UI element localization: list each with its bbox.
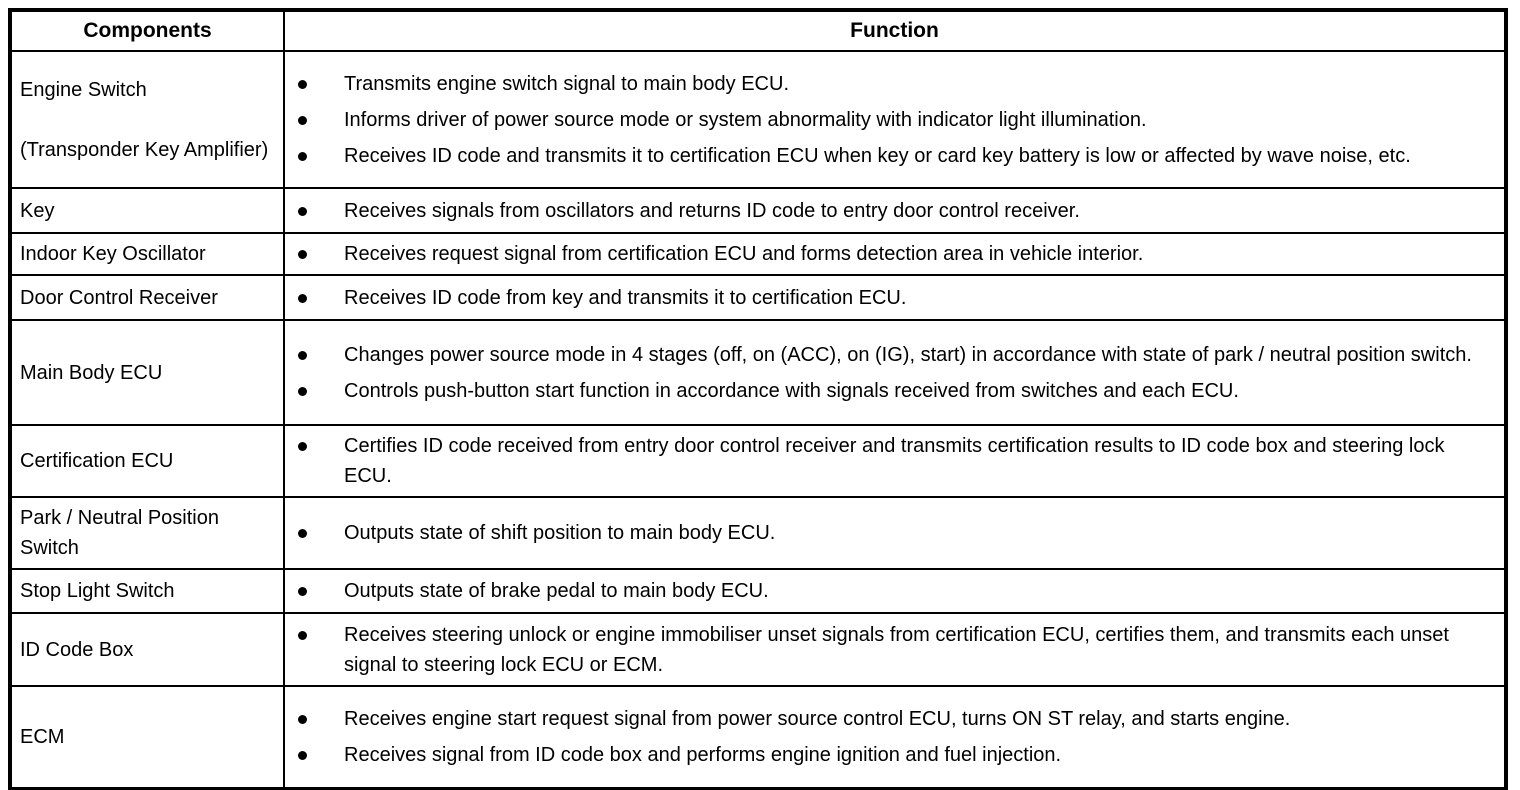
components-function-table: Components Function Engine Switch (Trans… <box>8 8 1508 790</box>
table-row: Park / Neutral Position Switch Outputs s… <box>12 496 1504 568</box>
header-function: Function <box>850 19 939 42</box>
table-row: Stop Light Switch Outputs state of brake… <box>12 568 1504 612</box>
function-cell: Outputs state of brake pedal to main bod… <box>285 570 1504 612</box>
function-cell: Outputs state of shift position to main … <box>285 498 1504 568</box>
bullet-icon <box>298 293 307 303</box>
function-text: Transmits engine switch signal to main b… <box>344 72 789 95</box>
table-row: Key Receives signals from oscillators an… <box>12 187 1504 232</box>
component-cell: ECM <box>12 687 285 787</box>
component-cell: Engine Switch (Transponder Key Amplifier… <box>12 52 285 187</box>
bullet-icon <box>298 115 307 125</box>
function-item: Receives ID code and transmits it to cer… <box>291 141 1490 171</box>
function-item: Receives signals from oscillators and re… <box>291 196 1490 226</box>
function-text: Receives steering unlock or engine immob… <box>344 623 1449 676</box>
table-body: Engine Switch (Transponder Key Amplifier… <box>12 50 1504 787</box>
function-item: Receives ID code from key and transmits … <box>291 283 1490 313</box>
component-cell: Park / Neutral Position Switch <box>12 498 285 568</box>
component-cell: Certification ECU <box>12 426 285 496</box>
function-text: Receives ID code from key and transmits … <box>344 286 907 309</box>
component-cell: Key <box>12 189 285 232</box>
component-cell: Indoor Key Oscillator <box>12 234 285 274</box>
bullet-icon <box>298 206 307 216</box>
bullet-icon <box>298 79 307 89</box>
function-text: Certifies ID code received from entry do… <box>344 435 1445 487</box>
function-text: Receives signals from oscillators and re… <box>344 199 1080 222</box>
bullet-icon <box>298 442 307 451</box>
function-cell: Transmits engine switch signal to main b… <box>285 52 1504 187</box>
function-cell: Receives ID code from key and transmits … <box>285 276 1504 319</box>
header-components: Components <box>12 12 285 50</box>
bullet-icon <box>298 250 307 259</box>
function-text: Receives ID code and transmits it to cer… <box>344 144 1411 167</box>
function-item: Informs driver of power source mode or s… <box>291 105 1490 135</box>
table-row: Certification ECU Certifies ID code rece… <box>12 424 1504 496</box>
bullet-icon <box>298 350 307 360</box>
function-cell: Changes power source mode in 4 stages (o… <box>285 321 1504 424</box>
component-cell: ID Code Box <box>12 614 285 685</box>
bullet-icon <box>298 751 307 760</box>
function-text: Receives request signal from certificati… <box>344 243 1144 265</box>
function-text: Outputs state of brake pedal to main bod… <box>344 580 769 602</box>
function-text: Receives engine start request signal fro… <box>344 708 1291 730</box>
function-cell: Receives engine start request signal fro… <box>285 687 1504 787</box>
function-item: Receives steering unlock or engine immob… <box>291 620 1490 680</box>
function-text: Controls push-button start function in a… <box>344 379 1239 402</box>
table-row: Engine Switch (Transponder Key Amplifier… <box>12 50 1504 187</box>
function-text: Changes power source mode in 4 stages (o… <box>344 343 1472 366</box>
function-text: Outputs state of shift position to main … <box>344 522 776 544</box>
function-item: Receives request signal from certificati… <box>291 239 1490 269</box>
function-item: Receives engine start request signal fro… <box>291 704 1490 734</box>
function-cell: Receives steering unlock or engine immob… <box>285 614 1504 685</box>
function-text: Receives signal from ID code box and per… <box>344 744 1062 766</box>
function-item: Controls push-button start function in a… <box>291 376 1490 406</box>
component-cell: Stop Light Switch <box>12 570 285 612</box>
function-item: Transmits engine switch signal to main b… <box>291 69 1490 99</box>
table-header-row: Components Function <box>12 12 1504 50</box>
function-item: Outputs state of brake pedal to main bod… <box>291 576 1490 606</box>
component-cell: Main Body ECU <box>12 321 285 424</box>
bullet-icon <box>298 386 307 396</box>
table-row: ID Code Box Receives steering unlock or … <box>12 612 1504 685</box>
bullet-icon <box>298 151 307 161</box>
bullet-icon <box>298 529 307 538</box>
table-row: ECM Receives engine start request signal… <box>12 685 1504 787</box>
table-row: Main Body ECU Changes power source mode … <box>12 319 1504 424</box>
function-item: Outputs state of shift position to main … <box>291 518 1490 548</box>
table-row: Door Control Receiver Receives ID code f… <box>12 274 1504 319</box>
function-cell: Receives request signal from certificati… <box>285 234 1504 274</box>
bullet-icon <box>298 630 307 640</box>
component-cell: Door Control Receiver <box>12 276 285 319</box>
table-row: Indoor Key Oscillator Receives request s… <box>12 232 1504 274</box>
function-cell: Receives signals from oscillators and re… <box>285 189 1504 232</box>
function-item: Certifies ID code received from entry do… <box>291 431 1490 491</box>
bullet-icon <box>298 715 307 724</box>
function-item: Changes power source mode in 4 stages (o… <box>291 340 1490 370</box>
bullet-icon <box>298 587 307 596</box>
function-cell: Certifies ID code received from entry do… <box>285 426 1504 496</box>
function-item: Receives signal from ID code box and per… <box>291 740 1490 770</box>
function-text: Informs driver of power source mode or s… <box>344 108 1147 131</box>
